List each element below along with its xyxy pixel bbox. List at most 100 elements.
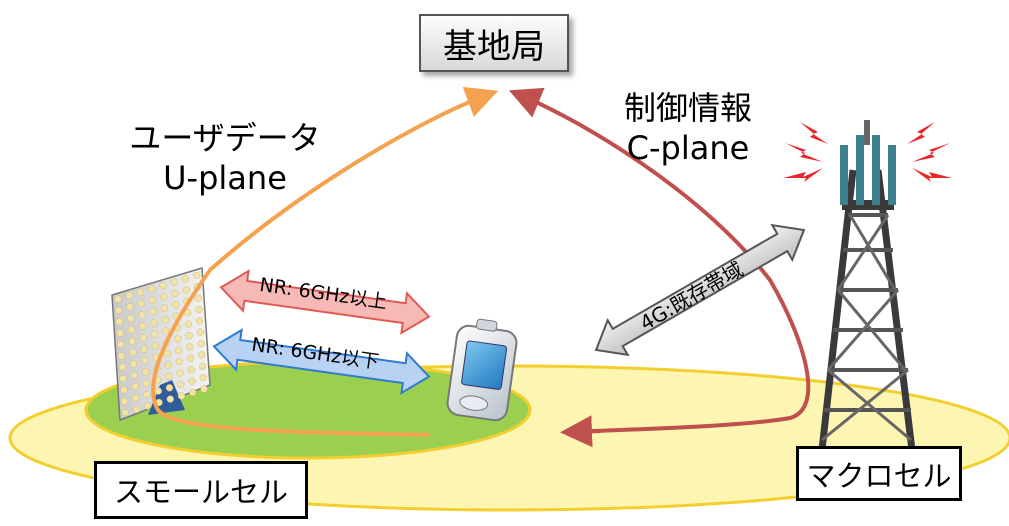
antenna-element-dot [129, 348, 137, 357]
c-plane-arrow [508, 87, 811, 434]
antenna-element-dot [149, 307, 157, 316]
antenna-element-dot [182, 286, 190, 294]
antenna-element-dot [136, 288, 145, 296]
antenna-element-dot [115, 318, 124, 326]
antenna-element-dot [144, 402, 152, 410]
mobile-device [446, 318, 518, 422]
antenna-element-dot [195, 305, 203, 314]
antenna-element-dot [198, 362, 207, 370]
antenna-element-dot [142, 379, 150, 387]
antenna-element-dot [140, 345, 148, 353]
base-station-box: 基地局 [419, 14, 569, 72]
antenna-element-dot [170, 278, 178, 286]
antenna-element-dot [138, 311, 146, 319]
antenna-element-dot [174, 335, 182, 343]
antenna-element-dot [177, 392, 186, 400]
antenna-element-dot [119, 374, 127, 383]
antenna-element-dot [197, 339, 205, 348]
antenna-element-dot [117, 340, 125, 349]
macro-tower [818, 120, 916, 451]
lte-arrow [594, 223, 806, 357]
antenna-element-dot [188, 377, 196, 385]
antenna-element-dot [128, 337, 136, 345]
antenna-element-dot [187, 366, 195, 374]
antenna-element-dot [185, 331, 193, 340]
antenna-element-dot [132, 405, 141, 413]
c-plane-arrow-head-bottom [560, 415, 601, 448]
antenna-element-dot [150, 319, 158, 327]
antenna-element-dot [139, 334, 148, 342]
antenna-element-dot [193, 271, 201, 280]
antenna-element-dot [160, 304, 169, 312]
control-info-line1: 制御情報 [623, 89, 752, 127]
antenna-element-dot [165, 384, 174, 392]
antenna-element-dot [151, 342, 160, 350]
nr-below-arrow [212, 328, 431, 395]
antenna-element-dot [198, 351, 206, 359]
antenna-element-dot [174, 346, 183, 354]
antenna-element-dot [120, 397, 129, 405]
antenna-element-dot [195, 317, 204, 325]
antenna-element-dot [127, 326, 136, 334]
antenna-element-dot [132, 394, 140, 402]
antenna-element-dot [118, 363, 127, 371]
antenna-element-dot [165, 372, 173, 381]
antenna-element-dot [171, 289, 179, 298]
antenna-element-dot [189, 388, 197, 397]
antenna-element-dot [154, 387, 162, 395]
antenna-element-dot [200, 385, 208, 393]
antenna-element-dot [177, 380, 185, 389]
antenna-element-dot [196, 328, 205, 336]
antenna-element-dot [161, 315, 169, 324]
u-plane-arrow [151, 87, 499, 437]
antenna-element-dot [175, 358, 183, 366]
macro-cell-box: マクロセル [796, 446, 962, 501]
antenna-element-dot [150, 330, 159, 338]
antenna-element-dot [125, 291, 133, 300]
antenna-element-dot [163, 350, 172, 358]
antenna-element-dot [172, 301, 180, 309]
control-info-label: 制御情報 C-plane [598, 88, 778, 168]
antenna-element-dot [199, 373, 207, 382]
macro-cell-label: マクロセル [806, 458, 952, 493]
antenna-element-dot [117, 352, 126, 360]
antenna-element-dot [137, 299, 145, 308]
antenna-element-dot [141, 368, 150, 376]
antenna-element-dot [130, 371, 138, 379]
small-cell-label: スモールセル [113, 475, 288, 509]
antenna-element-dot [159, 281, 167, 290]
antenna-element-dot [121, 408, 129, 417]
antenna-element-dot [129, 360, 138, 368]
antenna-element-dot [181, 275, 190, 283]
antenna-element-dot [120, 386, 128, 394]
antenna-element-dot [126, 303, 134, 311]
antenna-element-dot [186, 354, 195, 362]
nr-above-arrow [219, 269, 431, 335]
antenna-element-dot [162, 327, 170, 335]
antenna-element-dot [139, 322, 147, 330]
antenna-element-dot [115, 306, 123, 315]
antenna-element-dot [176, 369, 184, 377]
user-data-label: ユーザデータ U-plane [105, 118, 345, 198]
antenna-element-dot [186, 343, 194, 351]
user-data-line1: ユーザデータ [129, 119, 321, 157]
base-station-label: 基地局 [443, 26, 545, 67]
small-cell-box: スモールセル [94, 461, 308, 519]
radio-wave-icon [783, 122, 952, 182]
antenna-element-dot [114, 295, 122, 303]
antenna-element-dot [148, 296, 157, 304]
antenna-element-dot [127, 314, 135, 322]
antenna-element-dot [143, 390, 151, 399]
antenna-element-dot [166, 395, 174, 403]
user-data-line2: U-plane [163, 159, 287, 197]
antenna-element-dot [148, 285, 156, 293]
antenna-element-dot [184, 320, 193, 328]
antenna-element-dot [116, 329, 124, 337]
control-info-line2: C-plane [626, 129, 750, 167]
antenna-element-dot [160, 293, 168, 301]
lte-label: 4G:既存帯域 [636, 257, 748, 335]
antenna-element-dot [141, 356, 149, 365]
antenna-element-dot [131, 382, 139, 391]
antenna-element-dot [194, 294, 202, 302]
antenna-element-dot [164, 361, 172, 369]
